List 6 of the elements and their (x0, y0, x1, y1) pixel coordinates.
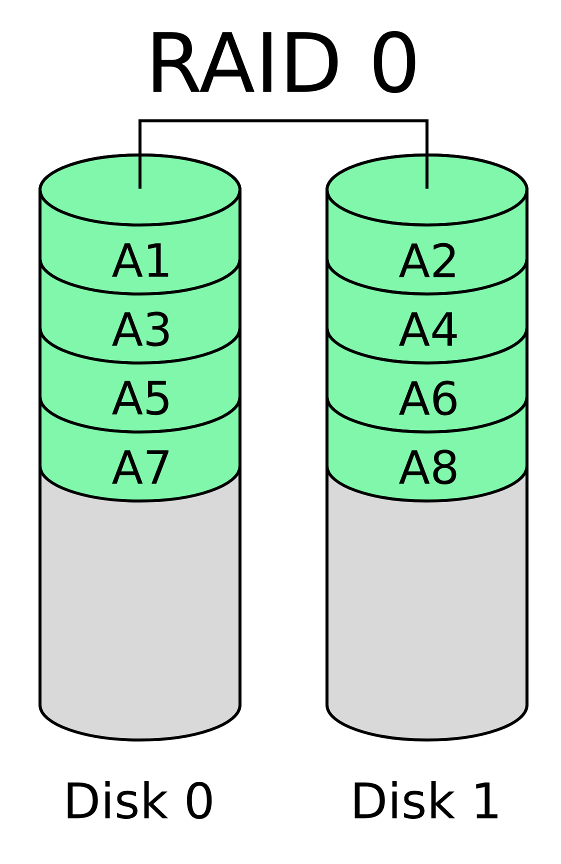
disk-label: Disk 0 (68, 781, 212, 819)
disk-stripe: A1 (38, 188, 242, 296)
connector-line (138, 119, 428, 189)
disk-label: Disk 1 (354, 781, 498, 819)
title: RAID 0 (153, 31, 416, 93)
disk-stripe: A2 (326, 188, 528, 296)
